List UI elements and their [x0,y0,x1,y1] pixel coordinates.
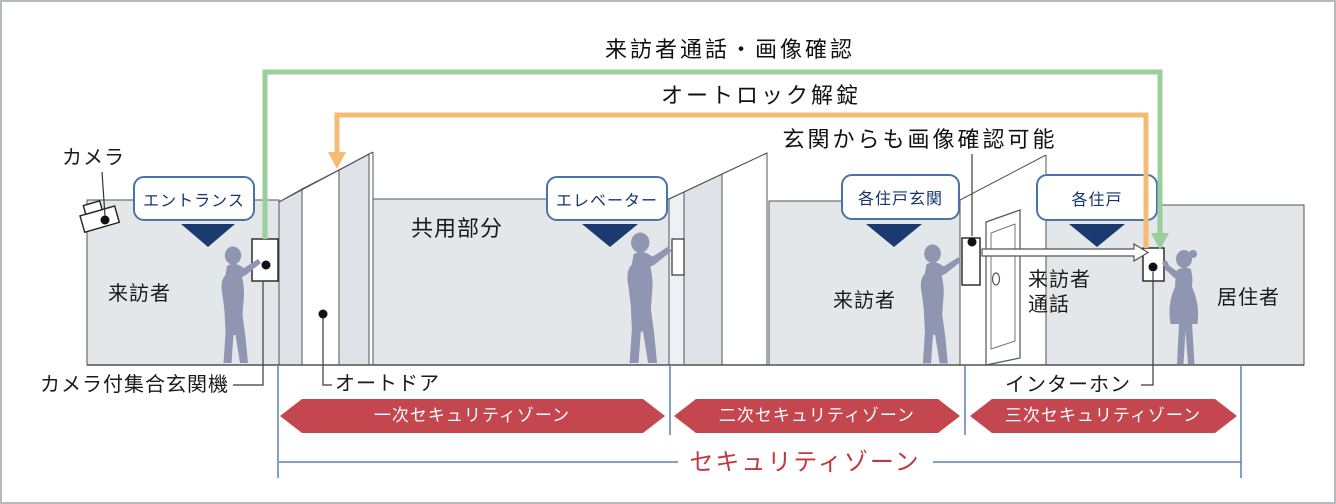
zone-band-primary [280,399,665,433]
visitor-call-flow-line [262,69,1169,250]
autolock-flow-line [328,112,1149,248]
zone-secondary-label: 二次セキュリティゾーン [718,406,916,425]
auto-door-graphic [278,151,374,366]
auto-door-dot [318,309,328,319]
camera-label: カメラ [62,147,125,169]
visitor-call-line2: 通話 [1028,294,1070,316]
badge-unit: 各住戸 [1071,191,1123,209]
security-zone-bands [280,399,1237,433]
entrance-machine-dot [261,260,271,270]
flow-label-entrance-image: 玄関からも画像確認可能 [782,127,1058,152]
door-handle [991,272,1001,286]
elevator-button-panel [671,238,685,276]
entrance-machine-panel [251,238,279,282]
flow-label-autolock: オートロック解錠 [660,83,862,108]
zone-primary-label: 一次セキュリティゾーン [373,406,571,425]
wall-entrance-exterior [86,199,280,366]
flow-label-visitor-call: 来訪者通話・画像確認 [604,37,856,62]
door-camera-dot [967,237,977,247]
badge-elevator: エレベーター [555,192,658,210]
entrance-machine-label: カメラ付集合玄関機 [40,374,229,396]
camera-pointer-line [101,171,106,217]
badge-unit-entrance: 各住戸玄関 [857,191,943,208]
common-area-label: 共用部分 [411,216,504,241]
unit-entrance-pointer-triangle [866,224,922,247]
visitor-label-unit: 来訪者 [833,290,896,312]
connector-lines [233,154,1154,386]
visitor-label-entrance: 来訪者 [108,283,171,305]
badge-boxes [133,174,1158,221]
security-zone-label: セキュリティゾーン [689,450,921,476]
elevator-pointer-triangle [582,224,638,247]
unit-door-open [985,209,1021,366]
badge-entrance: エントランス [143,192,245,210]
autolock-arrowhead [328,152,346,169]
zone-band-secondary [674,399,960,433]
visitor-call-line1: 来訪者 [1028,269,1091,291]
visitor-call-arrow [981,242,1150,263]
entrance-pointer-triangle [181,224,235,247]
unit-pointer-triangle [1069,224,1125,247]
badge-pointers [181,224,1125,247]
zone-boundary-lines [277,366,1242,478]
visitor-call-arrowhead [1151,233,1169,250]
visitor-call-label: 来訪者 通話 [1028,268,1091,318]
intercom-label: インターホン [1005,374,1131,396]
camera-dot [100,215,110,225]
elevator-hall-door-graphic [668,152,768,366]
zone-band-tertiary [970,399,1237,433]
unit-intercom-dot [1148,262,1158,272]
resident-label: 居住者 [1217,287,1280,309]
auto-door-label: オートドア [335,373,440,395]
zone-tertiary-label: 三次セキュリティゾーン [1004,406,1202,425]
security-camera-icon [79,200,121,234]
